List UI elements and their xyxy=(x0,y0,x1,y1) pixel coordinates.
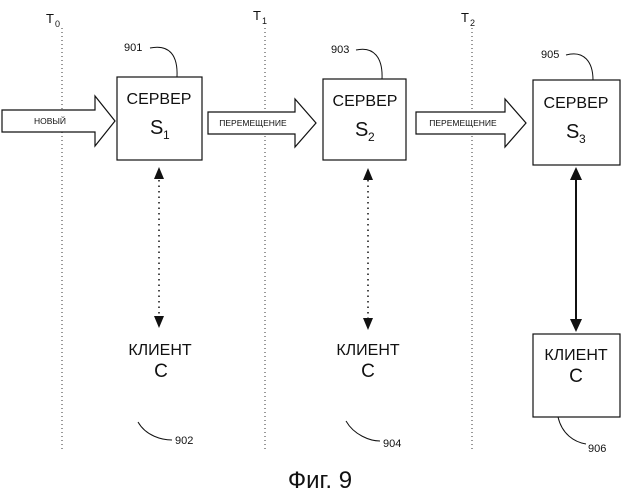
client-title: КЛИЕНТ xyxy=(128,342,192,359)
arrow-move-1: ПЕРЕМЕЩЕНИЕ xyxy=(208,99,316,147)
client-name: C xyxy=(154,361,168,382)
timeline-subscript: 0 xyxy=(55,19,60,29)
server-subscript: 2 xyxy=(368,130,375,144)
ref-number: 903 xyxy=(331,44,349,56)
server-subscript: 3 xyxy=(579,132,586,146)
arrow-label: ПЕРЕМЕЩЕНИЕ xyxy=(429,118,497,128)
timeline-t2: T 2 xyxy=(461,10,475,450)
timeline-label: T xyxy=(461,10,469,25)
server-subscript: 1 xyxy=(163,128,170,142)
timeline-t1: T 1 xyxy=(253,8,267,450)
timeline-label: T xyxy=(46,11,54,26)
ref-number: 905 xyxy=(541,49,559,61)
arrow-label: НОВЫЙ xyxy=(34,115,66,126)
client-3-box: КЛИЕНТ C 906 xyxy=(533,334,620,455)
timeline-subscript: 2 xyxy=(470,18,475,28)
dotted-link-s1 xyxy=(154,167,164,328)
figure-caption: Фиг. 9 xyxy=(288,467,352,494)
server-s1-box: СЕРВЕР S 1 901 xyxy=(117,42,202,160)
arrow-new: НОВЫЙ xyxy=(2,96,115,146)
client-1: КЛИЕНТ C 902 xyxy=(128,342,193,447)
ref-number: 906 xyxy=(588,443,606,455)
server-name: S xyxy=(355,119,368,141)
server-s3-box: СЕРВЕР S 3 905 xyxy=(533,49,620,165)
ref-number: 902 xyxy=(175,435,193,447)
arrow-move-2: ПЕРЕМЕЩЕНИЕ xyxy=(416,99,526,147)
timeline-subscript: 1 xyxy=(262,16,267,26)
client-name: C xyxy=(361,361,375,382)
timeline-label: T xyxy=(253,8,261,23)
client-title: КЛИЕНТ xyxy=(336,342,400,359)
client-2: КЛИЕНТ C 904 xyxy=(336,342,401,450)
solid-link-s3 xyxy=(570,167,582,332)
ref-number: 901 xyxy=(124,42,142,54)
ref-number: 904 xyxy=(383,438,401,450)
server-title: СЕРВЕР xyxy=(127,91,192,108)
client-name: C xyxy=(569,366,583,387)
server-s2-box: СЕРВЕР S 2 903 xyxy=(323,44,406,160)
server-title: СЕРВЕР xyxy=(333,93,398,110)
server-title: СЕРВЕР xyxy=(544,95,609,112)
client-title: КЛИЕНТ xyxy=(544,347,608,364)
server-name: S xyxy=(566,121,579,143)
dotted-link-s2 xyxy=(363,168,373,330)
arrow-label: ПЕРЕМЕЩЕНИЕ xyxy=(219,118,287,128)
server-name: S xyxy=(150,117,163,139)
timeline-t0: T 0 xyxy=(46,11,62,450)
